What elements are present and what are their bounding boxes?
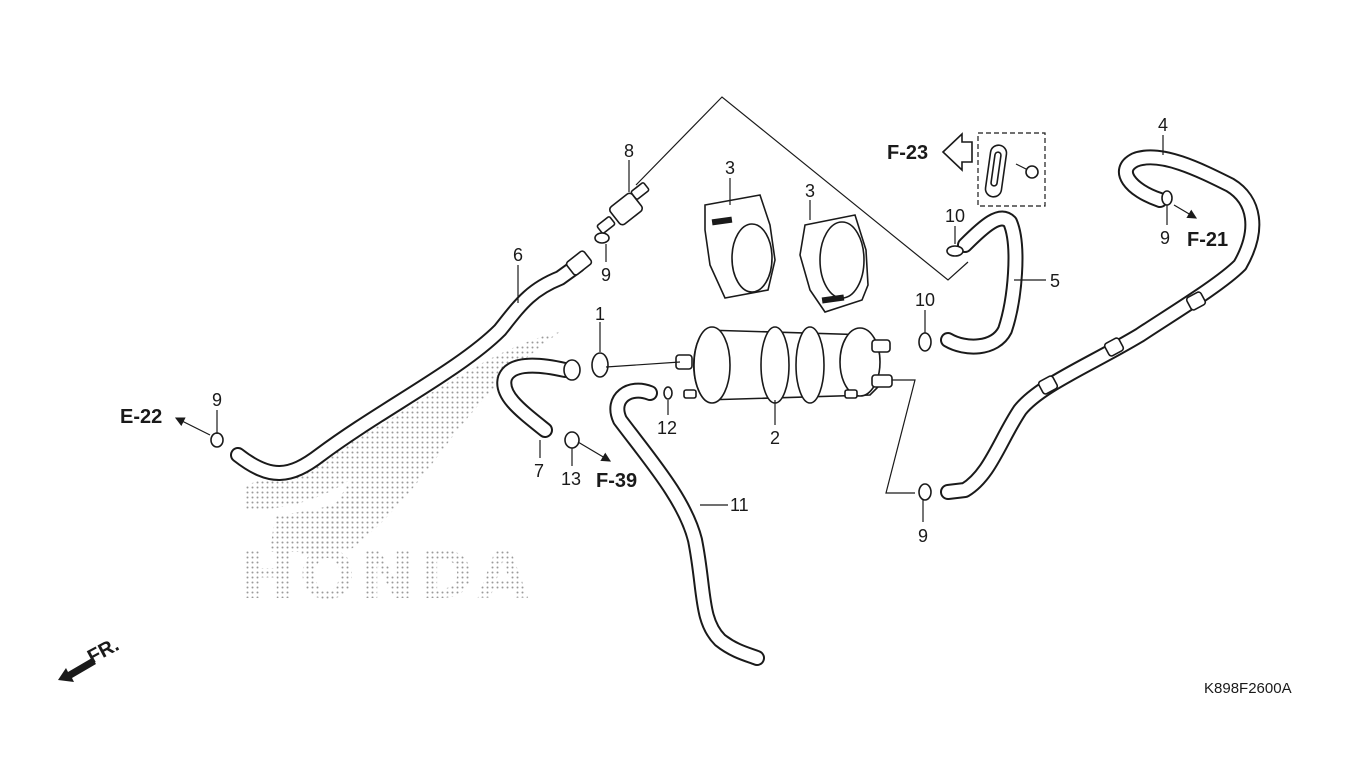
- callout-3b: 3: [805, 181, 815, 201]
- callout-9-left: 9: [212, 390, 222, 410]
- ref-e22: E-22: [120, 406, 162, 428]
- clip-13: [564, 431, 580, 449]
- front-arrow-icon: [58, 658, 96, 682]
- check-valve-8: [596, 182, 650, 234]
- hose-4: [940, 149, 1261, 500]
- ref-f23: F-23: [887, 142, 928, 164]
- f23-arrow: [941, 132, 973, 172]
- ref-f39: F-39: [596, 470, 637, 492]
- callout-9-right: 9: [1160, 228, 1170, 248]
- callout-11: 11: [730, 495, 749, 515]
- callout-10-upper: 10: [945, 206, 965, 226]
- clip-9-upper: [594, 232, 610, 244]
- image-code: K898F2600A: [1204, 680, 1292, 697]
- clip-12: [663, 386, 673, 400]
- callout-12: 12: [657, 418, 677, 438]
- callout-3a: 3: [725, 158, 735, 178]
- clip-10-upper: [946, 245, 964, 257]
- callout-leaders: [216, 135, 1168, 522]
- clip-10-lower: [918, 332, 932, 352]
- canister-clamp-3b: [799, 214, 869, 313]
- ref-f21: F-21: [1187, 229, 1228, 251]
- callout-13: 13: [561, 469, 581, 489]
- hose-7: [496, 357, 581, 438]
- honda-wing-watermark: [245, 332, 560, 555]
- callout-1: 1: [595, 304, 605, 324]
- honda-watermark-text: HONDA: [240, 537, 532, 614]
- arrow-f39: [577, 441, 612, 462]
- hose-11: [609, 382, 765, 666]
- evap-canister-2: [675, 326, 893, 404]
- leader-2-to-9: [885, 379, 916, 494]
- clip-9-right: [1161, 190, 1173, 206]
- hose-6: [230, 250, 593, 481]
- callout-9-upper: 9: [601, 265, 611, 285]
- callout-9-lower: 9: [918, 526, 928, 546]
- mounting-detail-inset: [977, 132, 1046, 207]
- arrow-f21: [1173, 204, 1198, 219]
- leader-8-to-5: [635, 96, 969, 281]
- hose-5: [940, 210, 1024, 355]
- clip-1: [591, 352, 609, 378]
- callout-2: 2: [770, 428, 780, 448]
- callout-5: 5: [1050, 271, 1060, 291]
- clip-9-lower: [918, 483, 932, 501]
- arrow-e22: [174, 417, 211, 436]
- callout-6: 6: [513, 245, 523, 265]
- clip-9-left: [210, 432, 224, 448]
- callout-8: 8: [624, 141, 634, 161]
- canister-clamp-3a: [704, 194, 776, 299]
- callout-10-lower: 10: [915, 290, 935, 310]
- callout-7: 7: [534, 461, 544, 481]
- callout-4: 4: [1158, 115, 1168, 135]
